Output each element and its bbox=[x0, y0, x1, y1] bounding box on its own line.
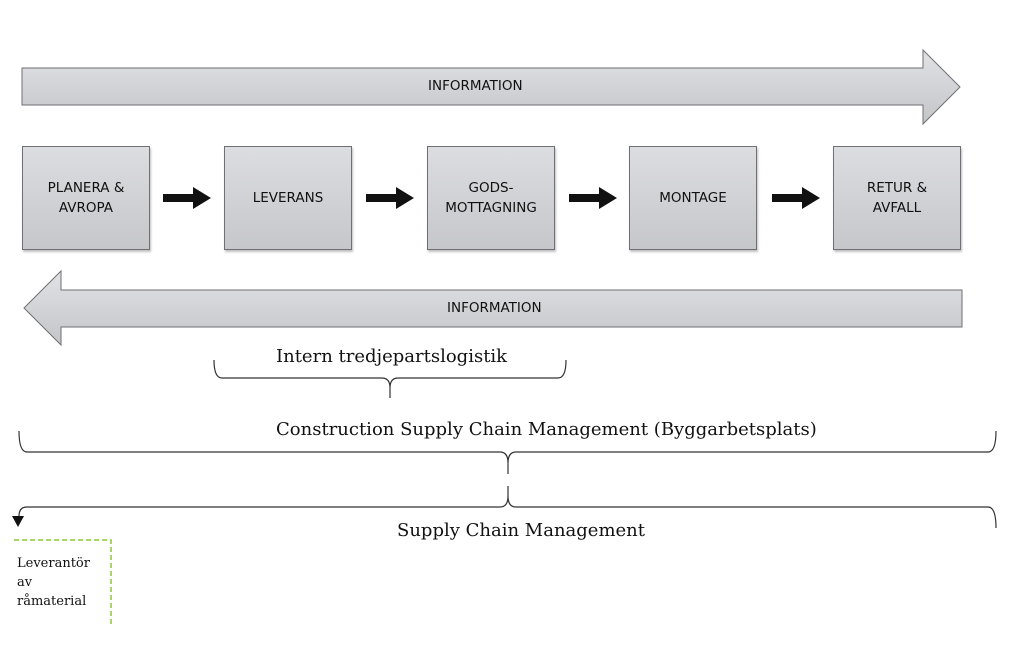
supplier-note: Leverantör av råmaterial bbox=[17, 556, 90, 609]
step-leverans: LEVERANS bbox=[224, 146, 352, 250]
information-arrow-right bbox=[21, 48, 961, 126]
brace-intern bbox=[213, 359, 567, 398]
flow-arrow-2 bbox=[366, 187, 414, 209]
brace-intern-label: Intern tredjepartslogistik bbox=[276, 346, 508, 367]
brace-scm bbox=[18, 486, 997, 529]
pointer-down-icon bbox=[12, 516, 24, 527]
brace-csc bbox=[18, 430, 997, 474]
supplier-dashed-outline bbox=[14, 539, 112, 624]
flow-arrow-3 bbox=[569, 187, 617, 209]
information-top-label: INFORMATION bbox=[428, 78, 523, 94]
step-montage: MONTAGE bbox=[629, 146, 757, 250]
brace-scm-label: Supply Chain Management bbox=[397, 520, 645, 541]
information-arrow-left bbox=[23, 269, 963, 347]
step-retur-avfall: RETUR & AVFALL bbox=[833, 146, 961, 250]
information-bottom-label: INFORMATION bbox=[447, 300, 542, 316]
step-planera-avropa: PLANERA & AVROPA bbox=[22, 146, 150, 250]
brace-csc-label: Construction Supply Chain Management (By… bbox=[276, 419, 817, 440]
flow-arrow-4 bbox=[772, 187, 820, 209]
flow-arrow-1 bbox=[163, 187, 211, 209]
step-godsmottagning: GODS- MOTTAGNING bbox=[427, 146, 555, 250]
